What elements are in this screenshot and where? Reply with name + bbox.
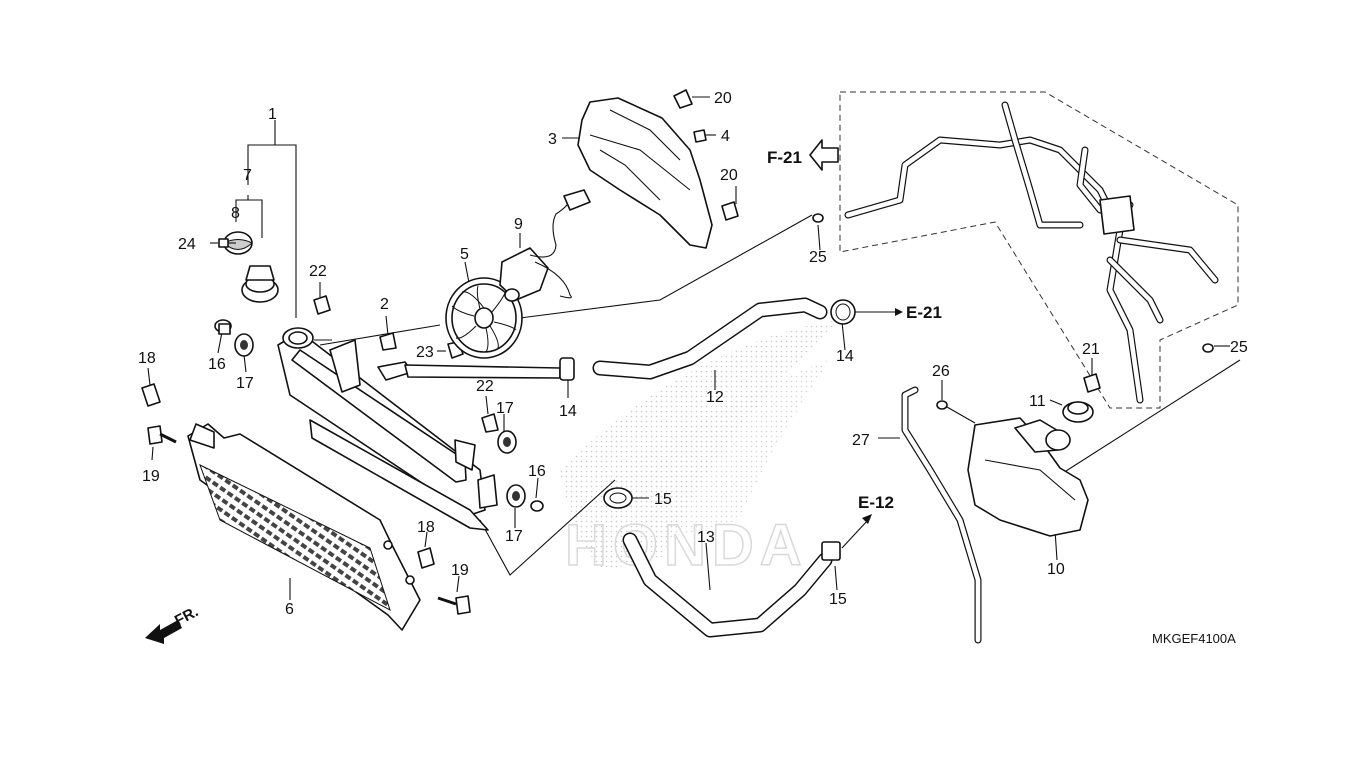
callout-22-lower: 22 <box>476 378 494 395</box>
f21-reference: F-21 <box>767 139 839 171</box>
rubber-17-upper <box>234 333 254 357</box>
callout-9: 9 <box>514 216 523 233</box>
callout-labels: 1 2 3 4 5 6 7 8 9 10 11 12 13 14 14 15 1… <box>138 90 1248 618</box>
callout-16-upper: 16 <box>208 356 226 373</box>
callout-12: 12 <box>706 389 724 406</box>
bolt-19-upper <box>147 425 177 445</box>
callout-5: 5 <box>460 246 469 263</box>
callout-17-upper: 17 <box>236 375 254 392</box>
callout-4: 4 <box>721 128 730 145</box>
callout-8: 8 <box>231 205 240 222</box>
siphon-tube-harness <box>844 101 1219 404</box>
lower-radiator-hose <box>622 532 833 638</box>
screw-24 <box>218 238 236 248</box>
callout-23: 23 <box>416 344 434 361</box>
radiator-cap <box>241 265 279 303</box>
watermark: HONDA <box>560 320 840 579</box>
callout-1: 1 <box>268 106 277 123</box>
rubber-17-mid <box>497 430 517 454</box>
rubber-17-lower <box>506 484 526 508</box>
fan-motor <box>499 189 591 302</box>
bolt-19-lower <box>437 595 471 615</box>
callout-15-lower: 15 <box>829 591 847 608</box>
callout-16-lower: 16 <box>528 463 546 480</box>
callout-7: 7 <box>243 167 252 184</box>
front-direction-arrow: FR. <box>145 603 201 644</box>
callout-6: 6 <box>285 601 294 618</box>
clip-22-upper <box>313 295 331 315</box>
bolt-21 <box>1083 373 1101 393</box>
callout-24: 24 <box>178 236 196 253</box>
leader-lines <box>147 96 1241 600</box>
callout-18-upper: 18 <box>138 350 156 367</box>
callout-19-lower: 19 <box>451 562 469 579</box>
callout-14-right: 14 <box>836 348 854 365</box>
reserve-tank-cap <box>1062 401 1094 423</box>
callout-25-lower: 25 <box>1230 339 1248 356</box>
callout-15-upper: 15 <box>654 491 672 508</box>
clamp-15-upper <box>603 487 633 509</box>
callout-27: 27 <box>852 432 870 449</box>
bolt-20-lower <box>721 201 739 221</box>
diagram-code: MKGEF4100A <box>1152 631 1236 646</box>
cooling-fan <box>445 277 523 359</box>
overflow-tube <box>901 386 982 644</box>
radiator-grille <box>187 423 421 631</box>
callout-19-upper: 19 <box>142 468 160 485</box>
clamp-15-lower <box>821 541 841 561</box>
bolt-18-upper <box>141 383 161 407</box>
clamp-14-right <box>830 299 856 325</box>
reserve-tank <box>967 417 1089 537</box>
callout-26: 26 <box>932 363 950 380</box>
callout-25-upper: 25 <box>809 249 827 266</box>
callout-14-left: 14 <box>559 403 577 420</box>
e12-reference: E-12 <box>841 493 894 549</box>
callout-13: 13 <box>697 529 715 546</box>
bolt-4 <box>693 129 707 143</box>
clip-25-upper <box>812 213 824 223</box>
e21-reference: E-21 <box>855 303 942 322</box>
bolt-18-lower <box>417 547 435 569</box>
radiator <box>277 327 498 531</box>
collar-16-lower <box>530 500 544 512</box>
collar-16-upper <box>214 319 232 335</box>
callout-17-mid: 17 <box>496 400 514 417</box>
e12-label: E-12 <box>858 493 894 512</box>
fan-shroud <box>577 97 713 249</box>
clip-22-lower <box>481 413 499 433</box>
callout-2: 2 <box>380 296 389 313</box>
callout-10: 10 <box>1047 561 1065 578</box>
f21-label: F-21 <box>767 148 802 167</box>
callout-22-upper: 22 <box>309 263 327 280</box>
callout-20-lower: 20 <box>720 167 738 184</box>
watermark-text: HONDA <box>565 513 808 578</box>
callout-3: 3 <box>548 131 557 148</box>
callout-20-upper: 20 <box>714 90 732 107</box>
callout-11: 11 <box>1029 393 1046 410</box>
callout-17-lower: 17 <box>505 528 523 545</box>
upper-radiator-hose <box>404 297 828 380</box>
clip-25-lower <box>1202 343 1214 353</box>
bolt-20-upper <box>673 89 693 109</box>
callout-18-lower: 18 <box>417 519 435 536</box>
clip-2 <box>379 332 397 351</box>
e21-label: E-21 <box>906 303 942 322</box>
clip-26 <box>936 400 976 424</box>
clamp-14-left <box>559 357 575 381</box>
callout-21: 21 <box>1082 341 1100 358</box>
